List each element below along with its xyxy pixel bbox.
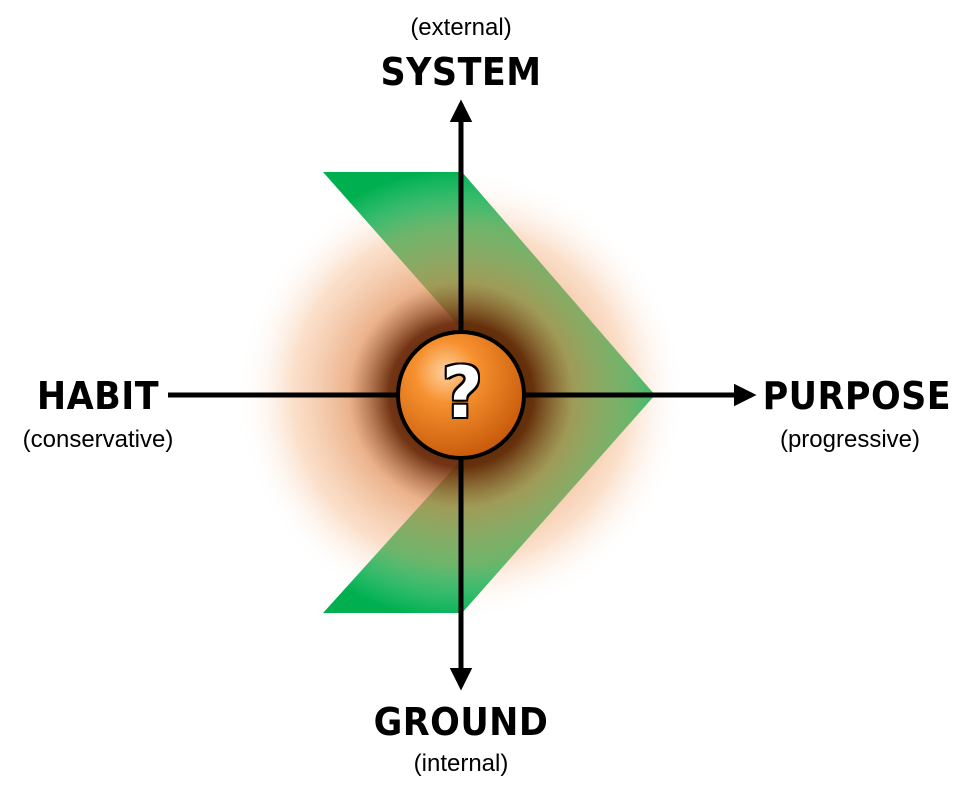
center-circle xyxy=(396,330,526,460)
left-axis-subtitle: (conservative) xyxy=(22,426,174,453)
right-axis-subtitle: (progressive) xyxy=(779,426,921,453)
right-axis-title: PURPOSE xyxy=(762,374,952,418)
question-mark-icon: ? xyxy=(442,352,483,434)
bottom-axis-subtitle: (internal) xyxy=(413,750,509,777)
top-axis-subtitle: (external) xyxy=(410,14,512,41)
bottom-axis-title: GROUND xyxy=(373,700,549,744)
top-axis-title: SYSTEM xyxy=(380,50,542,94)
left-axis-title: HABIT xyxy=(36,374,160,418)
